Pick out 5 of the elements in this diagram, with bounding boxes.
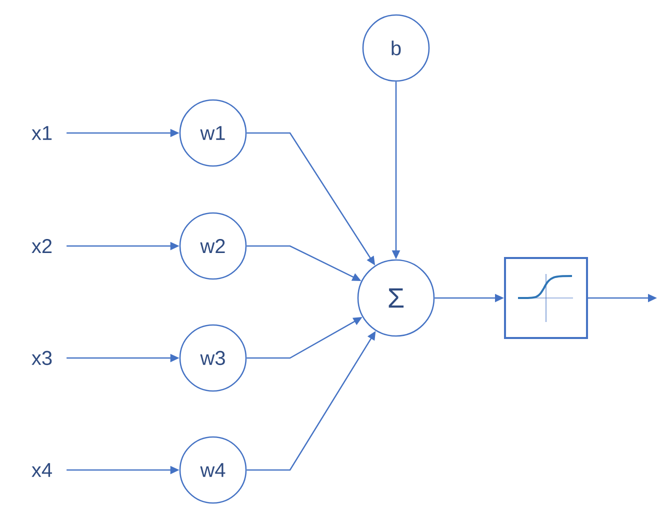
input-label: x4 (32, 463, 52, 477)
input-label: x1 (32, 126, 52, 140)
activation-box (504, 257, 588, 339)
input-label: x2 (32, 239, 52, 253)
input-label: x3 (32, 350, 52, 366)
